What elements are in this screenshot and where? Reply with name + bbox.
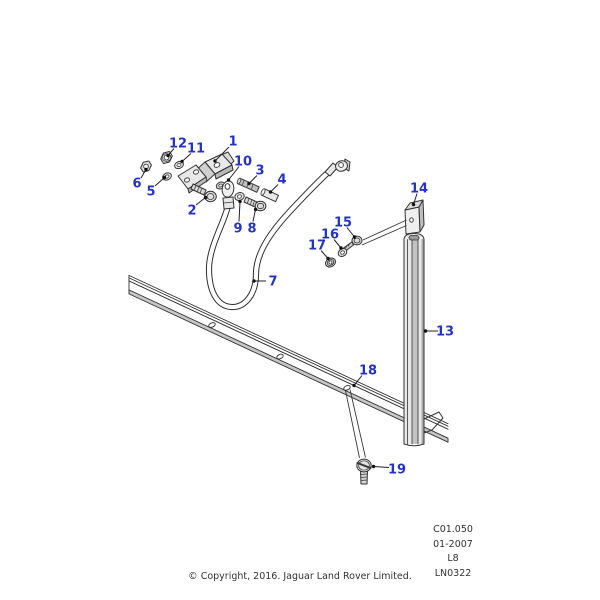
callout-5[interactable]: 5 [146, 185, 155, 200]
bracket-hole [213, 162, 221, 168]
part-19-screw [356, 458, 372, 485]
callout-12[interactable]: 12 [169, 137, 187, 152]
callout-dot-11 [180, 159, 184, 164]
part-12-nut [160, 151, 173, 164]
callout-dot-15 [352, 235, 357, 239]
callout-dot-14 [411, 202, 416, 207]
callout-leader-15 [346, 227, 355, 238]
channel-top-slot [408, 235, 420, 241]
callout-dot-13 [423, 329, 428, 333]
callout-16[interactable]: 16 [321, 228, 339, 243]
callout-dot-16 [339, 246, 343, 250]
part-5-washer [162, 172, 172, 181]
callout-leader-4 [270, 184, 279, 193]
callout-11[interactable]: 11 [187, 142, 205, 157]
callout-dot-17 [326, 256, 330, 261]
callout-14[interactable]: 14 [410, 182, 428, 197]
callout-dot-12 [166, 153, 170, 158]
part-8-bolt [243, 196, 267, 212]
part-4-sleeve [260, 188, 279, 203]
callout-dot-2 [203, 195, 208, 200]
callout-9[interactable]: 9 [233, 222, 242, 237]
callout-8[interactable]: 8 [247, 222, 256, 237]
part-2-bolt [190, 183, 217, 203]
callout-leader-3 [248, 175, 258, 184]
strip-hole [276, 353, 284, 360]
callout-leader-18 [353, 375, 363, 386]
callout-dot-7 [252, 279, 256, 283]
screw-19-to-strip-hole-b [349, 389, 366, 458]
callout-19[interactable]: 19 [388, 463, 406, 478]
callout-leader-2 [195, 197, 206, 206]
callout-leader-11 [181, 153, 192, 162]
callout-dot-9 [238, 199, 242, 204]
callout-leader-10 [228, 166, 240, 181]
part-3-pin [236, 177, 260, 193]
callout-leader-8 [252, 209, 256, 222]
callout-leader-19 [373, 466, 390, 468]
part-13-channel [403, 233, 425, 447]
callout-dot-4 [268, 190, 273, 194]
assembly-guide-lines [345, 219, 407, 459]
drawing-info-block: C01.050 01-2007 L8 LN0322 [407, 524, 499, 582]
callout-10[interactable]: 10 [234, 155, 252, 170]
callout-leader-5 [154, 177, 165, 187]
copyright-text: © Copyright, 2016. Jaguar Land Rover Lim… [188, 571, 412, 582]
bracket-hole [193, 169, 199, 175]
cable-terminal-right [324, 158, 351, 177]
callout-2[interactable]: 2 [187, 204, 196, 219]
strip-hole [208, 322, 216, 328]
screw-slot [356, 462, 372, 469]
callout-15[interactable]: 15 [334, 216, 352, 231]
callout-leader-14 [413, 193, 418, 205]
part-7-bond-cable [205, 158, 351, 311]
callout-3[interactable]: 3 [255, 164, 264, 179]
callout-1[interactable]: 1 [228, 135, 237, 150]
part-11-washer [174, 160, 184, 170]
strip-hole [343, 384, 351, 391]
screw-19-to-strip-hole-a [345, 390, 360, 459]
drawing-code-3: L8 [447, 553, 459, 564]
drawing-code-1: C01.050 [433, 524, 473, 535]
part-18-sill-strip [128, 274, 449, 443]
callout-6[interactable]: 6 [132, 177, 141, 192]
callout-dot-19 [371, 464, 376, 469]
bolt-15-to-block-a [362, 219, 407, 241]
callout-dot-10 [226, 178, 231, 182]
part-9-washer [234, 192, 245, 201]
callout-leader-1 [214, 146, 230, 162]
callout-dot-1 [213, 159, 217, 163]
callout-17[interactable]: 17 [308, 239, 326, 254]
callout-leader-17 [320, 250, 329, 259]
block-hole [409, 217, 414, 223]
drawing-code-2: 01-2007 [433, 538, 473, 550]
bracket-hole [184, 177, 190, 183]
callout-dot-18 [352, 383, 356, 388]
callout-dot-8 [253, 207, 258, 212]
callout-leader-16 [333, 239, 342, 249]
cable-terminal-left [221, 180, 235, 210]
part-6-nut [140, 160, 152, 173]
callout-13[interactable]: 13 [436, 325, 454, 340]
part-17-nut [325, 257, 336, 268]
callout-dot-5 [162, 175, 167, 180]
callout-dot-6 [144, 167, 148, 172]
callout-4[interactable]: 4 [277, 173, 286, 188]
callout-7[interactable]: 7 [268, 275, 277, 290]
bolt-15-to-block-b [361, 225, 407, 246]
callout-dot-3 [247, 181, 251, 186]
drawing-code-4: LN0322 [434, 567, 472, 579]
callout-18[interactable]: 18 [359, 364, 377, 379]
callout-leader-9 [238, 201, 241, 222]
